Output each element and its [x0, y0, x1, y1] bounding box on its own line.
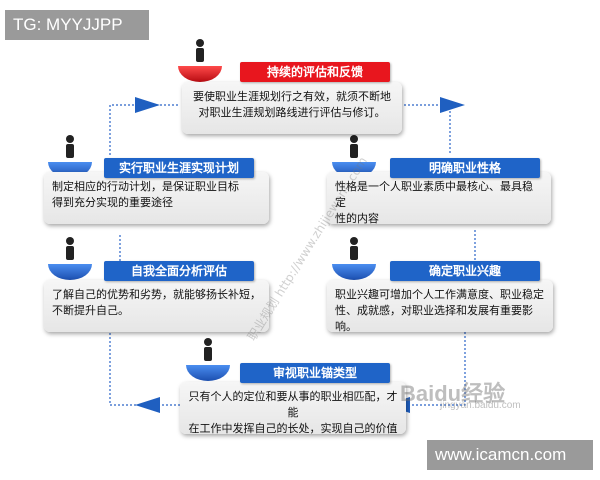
- card-right-top: 性格是一个人职业素质中最核心、最具稳定 性的内容: [327, 172, 551, 225]
- card-left-top-line-1: 制定相应的行动计划，是保证职业目标: [52, 180, 239, 193]
- card-left-mid: 了解自己的优势和劣势，就能够扬长补短， 不断提升自己。: [44, 280, 269, 332]
- arrow-top-right: [440, 97, 465, 113]
- arrow-top-left: [135, 97, 160, 113]
- card-top-title: 持续的评估和反馈: [240, 62, 390, 82]
- figure-left-mid: [48, 237, 92, 280]
- card-right-top-line-2: 性的内容: [335, 212, 379, 225]
- card-bottom-line-2: 在工作中发挥自己的长处，实现自己的价值: [188, 422, 398, 435]
- card-bottom-line-1: 只有个人的定位和要从事的职业相匹配，才能: [188, 390, 398, 419]
- card-top-line-1: 要使职业生涯规划行之有效，就须不断地: [193, 90, 391, 103]
- card-bottom-title: 审视职业锚类型: [240, 363, 390, 383]
- connector-top-right: [400, 104, 451, 155]
- card-left-top-title: 实行职业生涯实现计划: [104, 158, 254, 178]
- card-right-mid-title: 确定职业兴趣: [390, 261, 540, 281]
- card-left-top: 制定相应的行动计划，是保证职业目标 得到充分实现的重要途径: [44, 172, 269, 224]
- card-top-line-2: 对职业生涯规划路线进行评估与修订。: [198, 106, 386, 119]
- card-right-mid: 职业兴趣可增加个人工作满意度、职业稳定 性、成就感，对职业选择和发展有重要影响。: [327, 280, 553, 333]
- arrow-bottom-left: [135, 397, 160, 413]
- card-left-mid-line-2: 不断提升自己。: [52, 304, 129, 317]
- connector-bottom-left: [109, 330, 180, 406]
- card-left-top-line-2: 得到充分实现的重要途径: [52, 196, 173, 209]
- connector-top-left: [109, 104, 180, 155]
- connector-bottom-right: [405, 320, 466, 406]
- bottom-right-tag: www.icamcn.com: [427, 440, 593, 470]
- figure-bottom: [186, 338, 230, 381]
- figure-top: [178, 39, 222, 82]
- card-top: 要使职业生涯规划行之有效，就须不断地 对职业生涯规划路线进行评估与修订。: [182, 82, 402, 134]
- card-right-top-title: 明确职业性格: [390, 158, 540, 178]
- baidu-sub-watermark: jingyan.baidu.com: [440, 400, 521, 411]
- top-left-tag: TG: MYYJJPP: [5, 10, 149, 40]
- card-bottom: 只有个人的定位和要从事的职业相匹配，才能 在工作中发挥自己的长处，实现自己的价值: [180, 382, 406, 435]
- figure-right-mid: [332, 237, 376, 280]
- card-right-mid-line-1: 职业兴趣可增加个人工作满意度、职业稳定: [335, 288, 544, 301]
- card-left-mid-title: 自我全面分析评估: [104, 261, 254, 281]
- card-left-mid-line-1: 了解自己的优势和劣势，就能够扬长补短，: [52, 288, 261, 301]
- baidu-watermark: Baidu经验: [400, 381, 506, 406]
- card-right-mid-line-2: 性、成就感，对职业选择和发展有重要影响。: [335, 304, 533, 333]
- card-right-top-line-1: 性格是一个人职业素质中最核心、最具稳定: [335, 180, 533, 209]
